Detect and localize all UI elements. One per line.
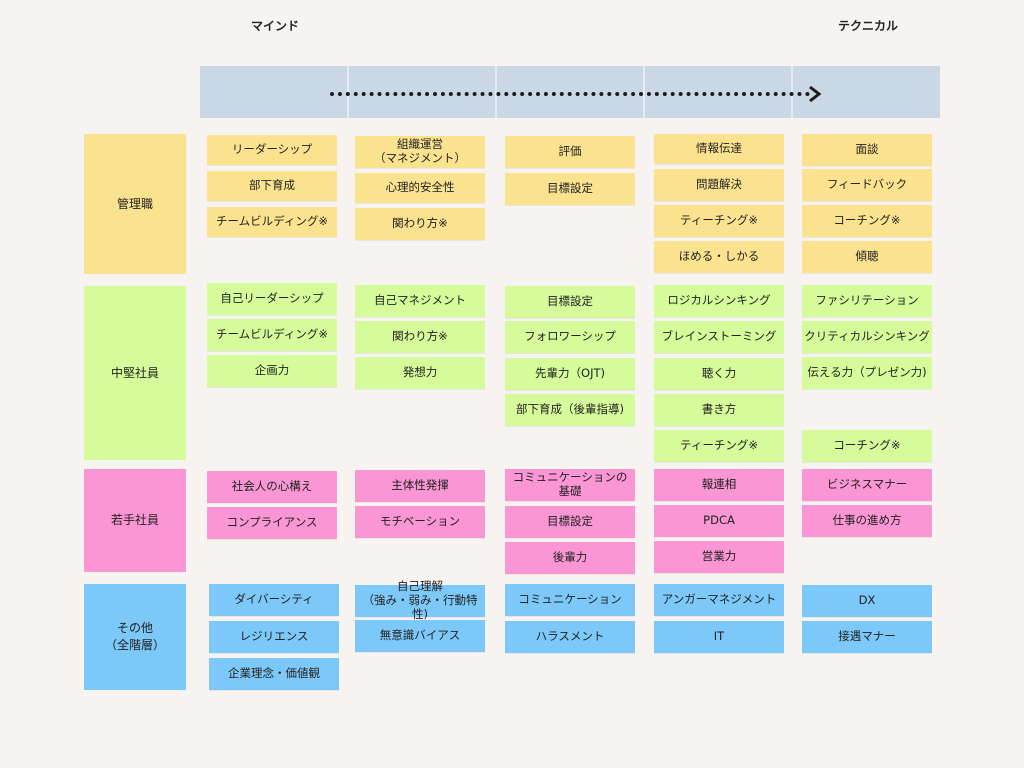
note-card: 目標設定 (505, 506, 635, 538)
note-card: ダイバーシティ (209, 584, 339, 616)
note-card: アンガーマネジメント (654, 584, 784, 616)
note-card: 情報伝達 (654, 134, 784, 164)
note-card: 先輩力（OJT) (505, 358, 635, 390)
note-card: 後輩力 (505, 542, 635, 574)
note-card: 発想力 (355, 357, 485, 389)
note-card: 問題解決 (654, 169, 784, 201)
note-card: 聴く力 (654, 358, 784, 390)
note-card: 無意識バイアス (355, 620, 485, 652)
note-card: ハラスメント (505, 621, 635, 653)
tier-management: 管理職 (84, 134, 186, 274)
note-card: コーチング※ (802, 205, 932, 237)
note-card: コンプライアンス (207, 507, 337, 539)
dotted-arrow-line (330, 92, 810, 96)
note-card: DX (802, 585, 932, 617)
note-card: レジリエンス (209, 621, 339, 653)
note-card: ティーチング※ (654, 205, 784, 237)
arrow-head-icon (809, 85, 822, 103)
note-card: 評価 (505, 136, 635, 168)
note-card: 関わり方※ (355, 321, 485, 353)
note-card: チームビルディング※ (207, 207, 337, 237)
note-card: 関わり方※ (355, 208, 485, 240)
note-card: 書き方 (654, 394, 784, 426)
note-card: 面談 (802, 134, 932, 166)
header-technical-label: テクニカル (838, 19, 899, 33)
note-card: コミュニケーションの 基礎 (505, 469, 635, 501)
note-card: ティーチング※ (654, 430, 784, 462)
note-card: チームビルディング※ (207, 319, 337, 351)
note-card: 目標設定 (505, 173, 635, 205)
note-card: PDCA (654, 505, 784, 537)
note-card: ファシリテーション (802, 285, 932, 317)
note-card: 傾聴 (802, 241, 932, 273)
note-card: 接遇マナー (802, 621, 932, 653)
tier-other: その他 （全階層） (84, 584, 186, 690)
note-card: 仕事の進め方 (802, 505, 932, 537)
note-card: ビジネスマナー (802, 469, 932, 501)
note-card: 自己マネジメント (355, 285, 485, 317)
header-mind-label: マインド (251, 19, 300, 33)
note-card: クリティカルシンキング (802, 321, 932, 353)
note-card: コミュニケーション (505, 584, 635, 616)
note-card: ロジカルシンキング (654, 285, 784, 317)
tier-junior: 若手社員 (84, 469, 186, 572)
note-card: ほめる・しかる (654, 241, 784, 273)
note-card: 報連相 (654, 469, 784, 501)
note-card: ブレインストーミング (654, 321, 784, 353)
note-card: IT (654, 621, 784, 653)
note-card: モチベーション (355, 506, 485, 538)
note-card: フィードバック (802, 169, 932, 201)
note-card: 企業理念・価値観 (209, 658, 339, 690)
note-card: 部下育成 (207, 171, 337, 201)
note-card: フォロワーシップ (505, 321, 635, 353)
note-card: 伝える力（プレゼン力) (802, 357, 932, 389)
note-card: 営業力 (654, 541, 784, 573)
note-card: 企画力 (207, 355, 337, 387)
note-card: 社会人の心構え (207, 471, 337, 503)
note-card: 組織運営 （マネジメント） (355, 136, 485, 168)
note-card: リーダーシップ (207, 135, 337, 165)
note-card: 主体性発揮 (355, 470, 485, 502)
tier-mid: 中堅社員 (84, 286, 186, 460)
note-card: 自己リーダーシップ (207, 283, 337, 315)
note-card: 部下育成（後輩指導) (505, 394, 635, 426)
note-card: コーチング※ (802, 430, 932, 462)
note-card: 目標設定 (505, 286, 635, 318)
note-card: 自己理解 （強み・弱み・行動特性) (355, 579, 485, 621)
note-card: 心理的安全性 (355, 173, 485, 203)
